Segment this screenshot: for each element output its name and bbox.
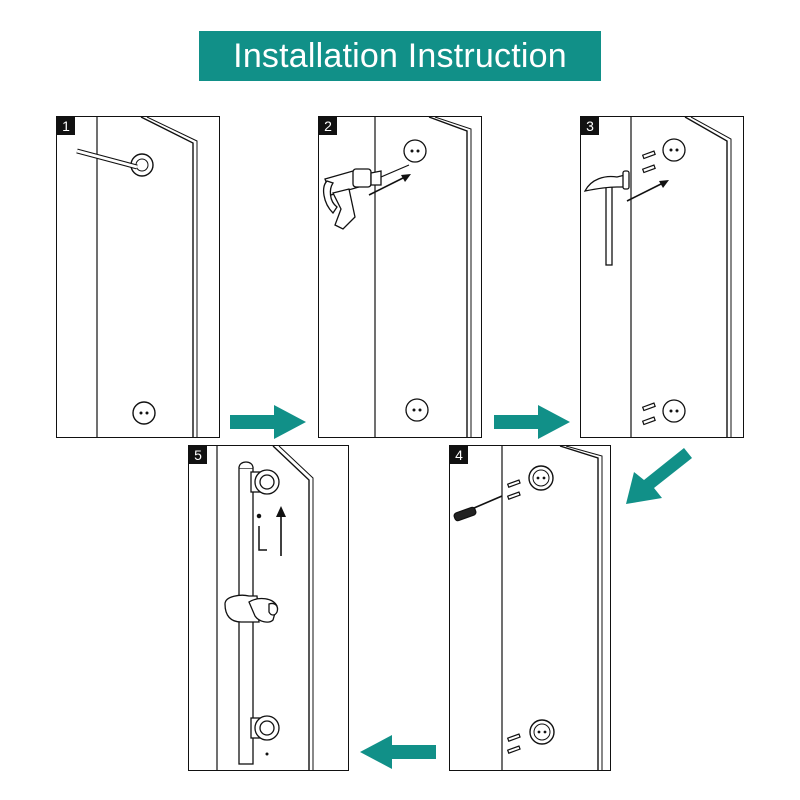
step-panel-4: 4 [449,445,611,771]
flow-arrow-down-left-icon [626,448,692,504]
mount-bracket-icon [528,465,554,491]
page-title: Installation Instruction [199,31,601,81]
wall-panel-drawing [583,117,732,437]
arrow-up-icon [276,506,286,556]
step-panel-1: 1 [56,116,220,438]
slide-bar-icon [224,461,280,765]
flow-arrow-right-2-icon [494,405,570,439]
screw-icon [506,479,521,754]
hole-mark-icon [403,139,427,163]
mount-mark-icon [132,401,156,425]
step-number-5: 5 [189,446,207,464]
arrow-icon [626,180,669,202]
step-number-3: 3 [581,117,599,135]
arrow-icon [368,174,411,196]
step-panel-2: 2 [318,116,482,438]
hammer-icon [583,170,630,266]
flow-arrow-left-icon [360,735,436,769]
wall-panel-drawing [322,117,472,437]
wall-plug-icon [641,150,656,426]
wall-panel-drawing [216,446,314,770]
hole-mark-icon [405,398,429,422]
hole-mark-icon [662,138,686,162]
flow-arrow-right-1-icon [230,405,306,439]
hole-mark-icon [662,399,686,423]
step-number-4: 4 [450,446,468,464]
drill-bit-icon [76,148,138,170]
step-panel-5: 5 [188,445,349,771]
power-drill-icon [322,164,410,230]
step-number-2: 2 [319,117,337,135]
wall-panel-drawing [453,446,603,770]
hex-key-icon [256,513,267,551]
mount-bracket-icon [529,719,555,745]
step-panel-3: 3 [580,116,744,438]
wall-panel-drawing [76,117,198,437]
screwdriver-icon [453,495,503,522]
step-number-1: 1 [57,117,75,135]
